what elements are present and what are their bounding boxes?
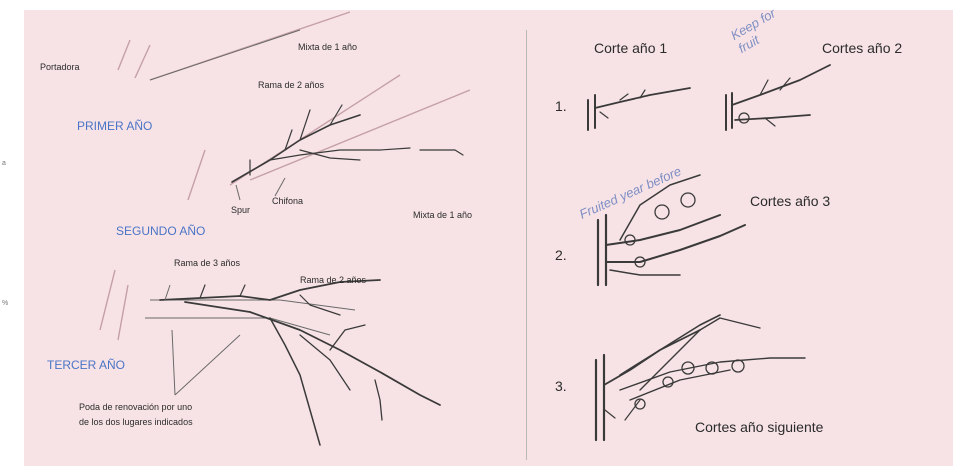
- label-cortes-ano-siguiente: Cortes año siguiente: [695, 419, 823, 435]
- step-2-number: 2.: [555, 247, 567, 263]
- step-1-sketch: [588, 65, 830, 130]
- label-cortes-ano-2: Cortes año 2: [822, 40, 902, 56]
- second-year-branch: [188, 75, 470, 200]
- label-primer-ano: PRIMER AÑO: [77, 119, 152, 133]
- label-rama-2-anos-top: Rama de 2 años: [258, 80, 324, 90]
- label-portadora: Portadora: [40, 62, 80, 72]
- label-segundo-ano: SEGUNDO AÑO: [116, 224, 205, 238]
- label-mixta-1-ano-top: Mixta de 1 año: [298, 42, 357, 52]
- label-poda-line2: de los dos lugares indicados: [79, 417, 193, 427]
- label-tercer-ano: TERCER AÑO: [47, 358, 125, 372]
- label-cortes-ano-3: Cortes año 3: [750, 193, 830, 209]
- label-corte-ano-1: Corte año 1: [594, 40, 667, 56]
- step-1-number: 1.: [555, 98, 567, 114]
- label-rama-3-anos: Rama de 3 años: [174, 258, 240, 268]
- label-spur: Spur: [231, 205, 250, 215]
- label-rama-2-anos-bottom: Rama de 2 años: [300, 275, 366, 285]
- label-chifona: Chifona: [272, 196, 303, 206]
- label-poda-line1: Poda de renovación por uno: [79, 402, 192, 412]
- label-mixta-1-ano-mid: Mixta de 1 año: [413, 210, 472, 220]
- step-3-number: 3.: [555, 378, 567, 394]
